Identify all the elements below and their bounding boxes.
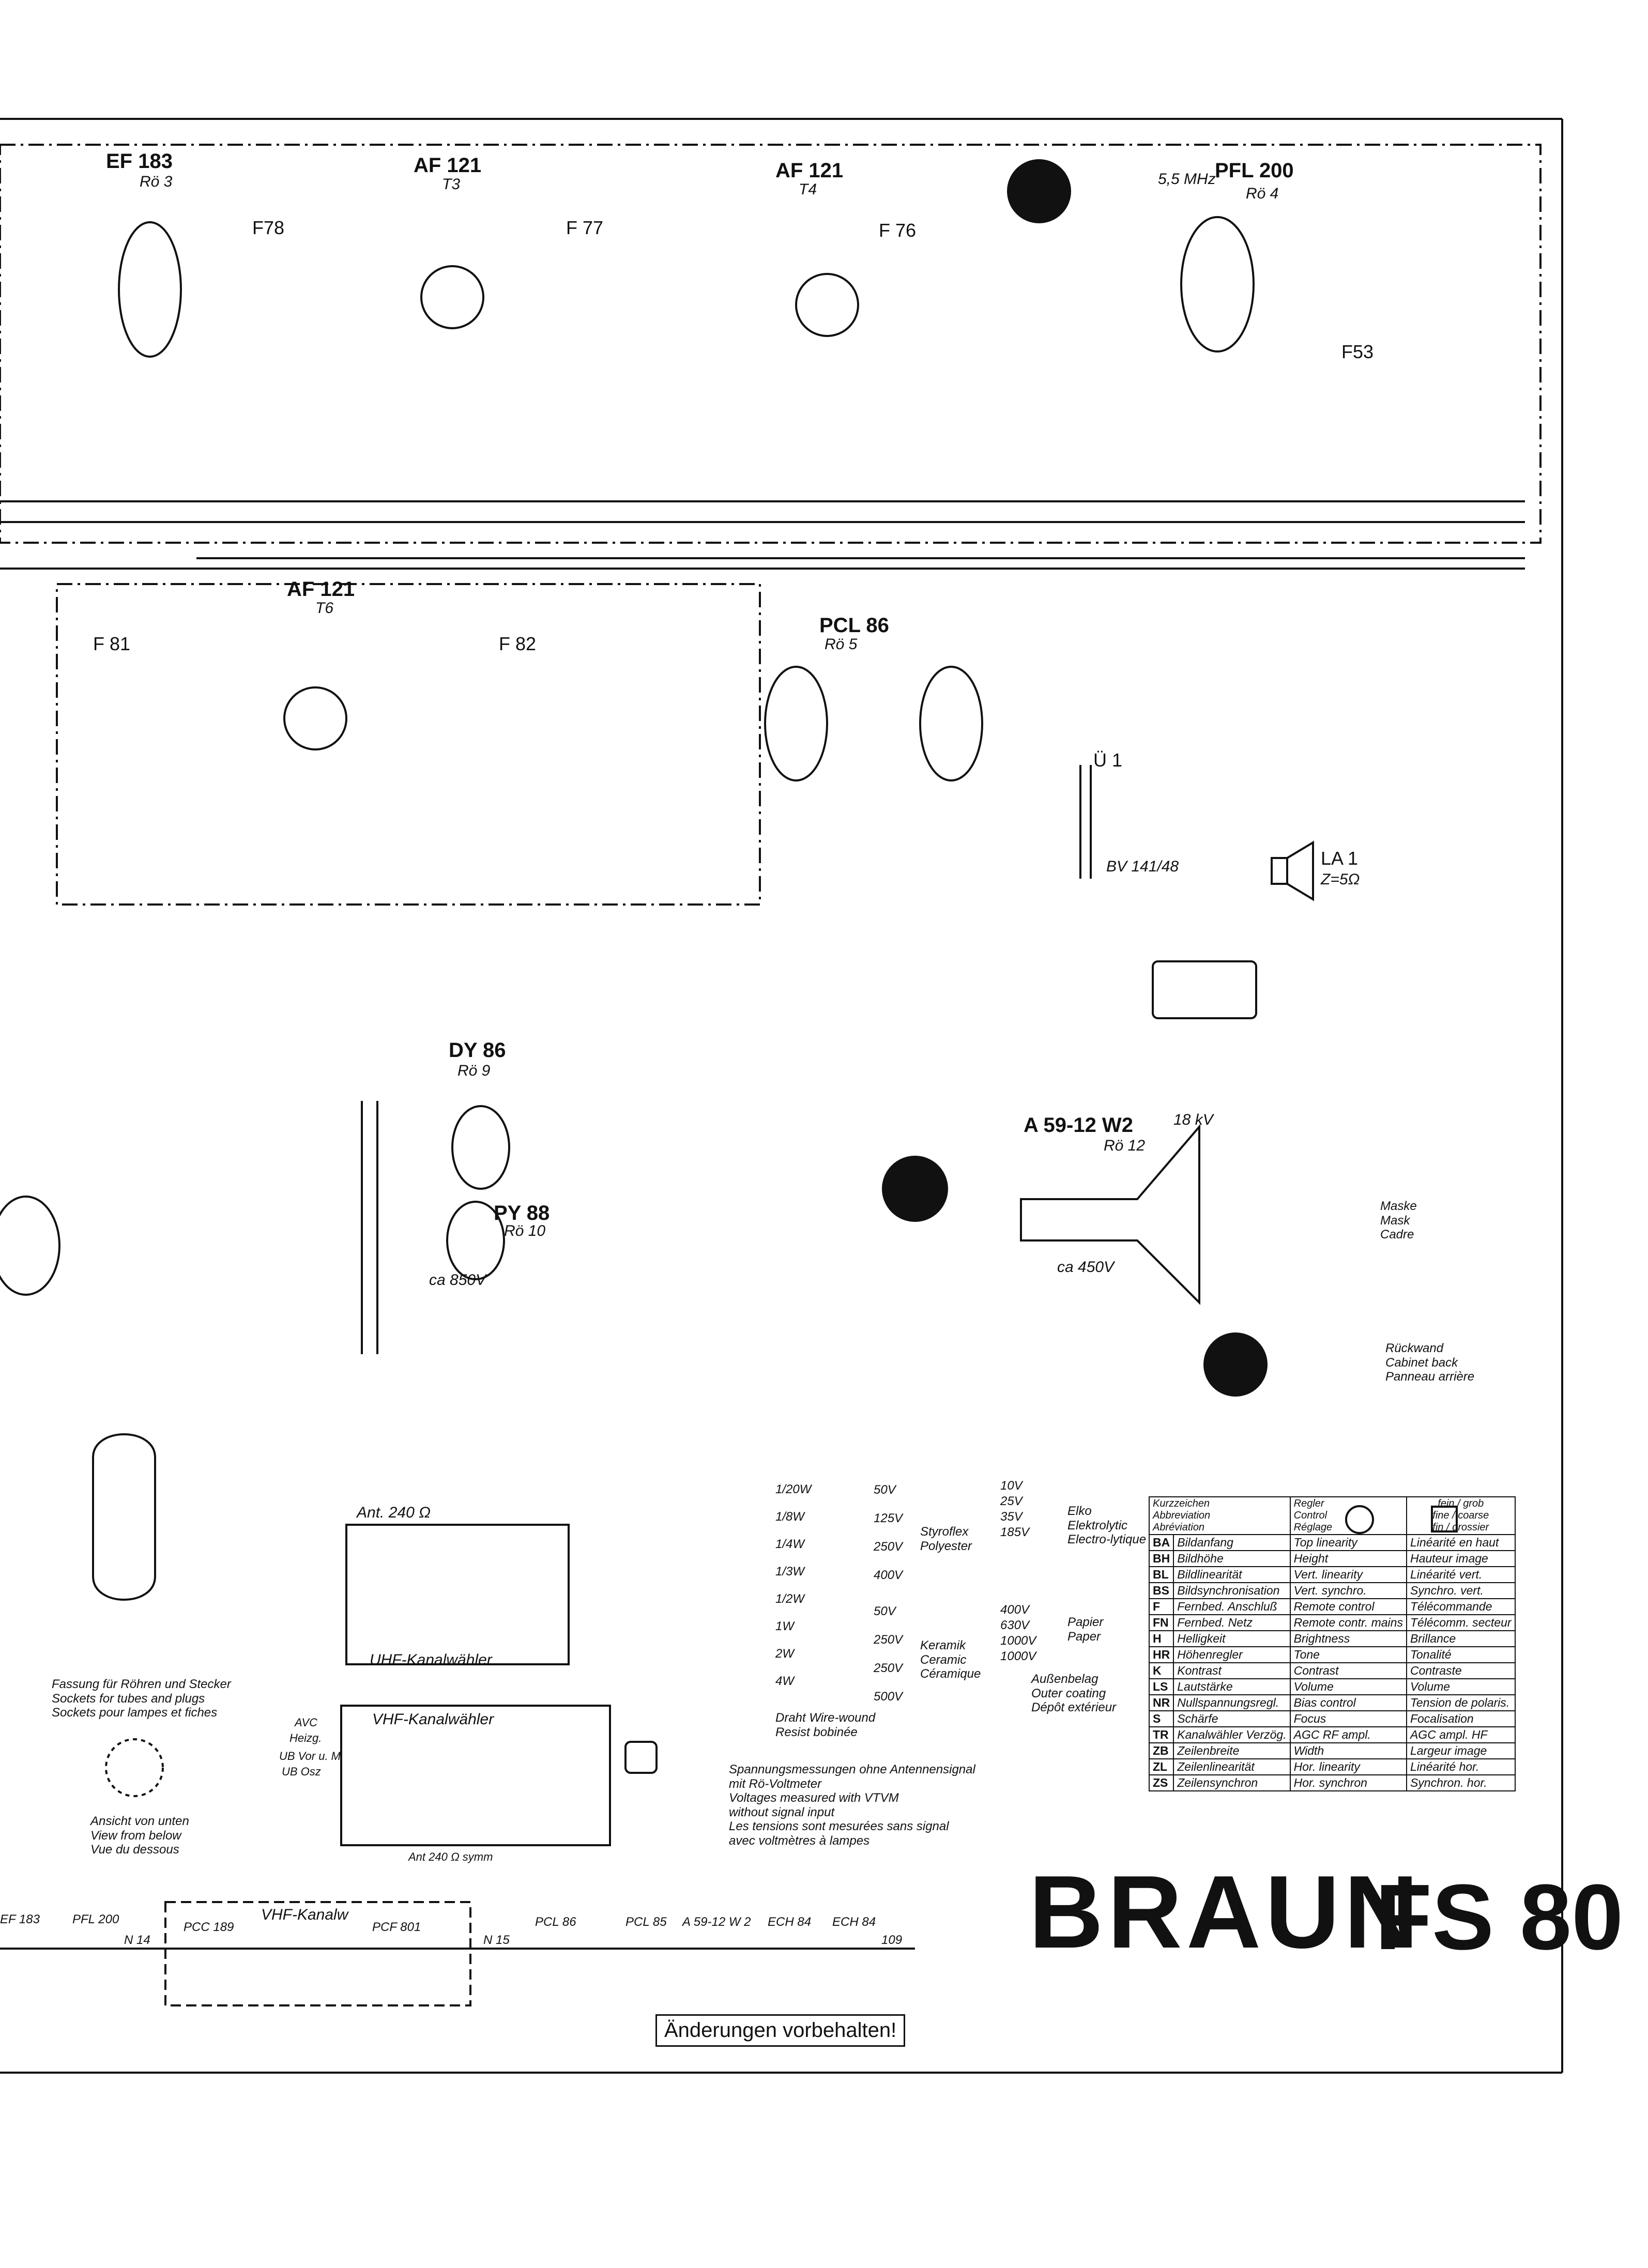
filter-f77: F 77 (566, 217, 604, 238)
heater-tube-pcc189: PCC 189 (184, 1920, 234, 1934)
vhf-antenna-label: Ant 240 Ω symm (408, 1850, 493, 1863)
resistor-key: 1/20W 1/8W 1/4W 1/3W 1/2W 1W 2W 4W (775, 1482, 812, 1688)
heater-tube-ech84-2: ECH 84 (832, 1915, 876, 1929)
tube-label-py88: PY 88 (494, 1202, 550, 1224)
tube-ref-ef183: Rö 3 (140, 173, 173, 190)
vhf-tuner-label: VHF-Kanalwähler (372, 1711, 494, 1728)
transistor-ref-t3: T3 (442, 176, 461, 193)
vhf-pin-avc: AVC (295, 1716, 318, 1729)
hv-label: 18 kV (1173, 1111, 1213, 1128)
heater-node-n14: N 14 (124, 1933, 150, 1947)
vhf-pin-heizg: Heizg. (289, 1731, 322, 1744)
tube-ref-pcl86: Rö 5 (825, 636, 858, 653)
speaker-impedance: Z=5Ω (1321, 871, 1360, 888)
tube-label-pfl200: PFL 200 (1215, 159, 1294, 182)
tube-label-ef183: EF 183 (106, 150, 173, 173)
heater-tube-pfl200: PFL 200 (72, 1912, 119, 1926)
filter-f76: F 76 (879, 220, 917, 241)
transistor-label-af121-t3: AF 121 (414, 154, 482, 177)
filter-f81: F 81 (93, 633, 131, 654)
filter-f82: F 82 (499, 633, 537, 654)
heater-tube-pcf801: PCF 801 (372, 1920, 421, 1934)
heater-tube-crt: A 59-12 W 2 (682, 1915, 751, 1929)
tube-label-dy86: DY 86 (449, 1039, 506, 1062)
frequency-label: 5,5 MHz (1158, 171, 1216, 188)
transistor-label-af121-t6: AF 121 (287, 578, 355, 601)
filter-f78: F78 (252, 217, 285, 238)
heater-chain-label: VHF-Kanalw (261, 1906, 348, 1923)
tube-label-pcl86: PCL 86 (819, 614, 889, 637)
heater-tube-pcl86: PCL 86 (535, 1915, 576, 1929)
transistor-ref-t4: T4 (799, 181, 817, 198)
crt-ref: Rö 12 (1104, 1137, 1146, 1154)
changes-reserved-notice: Änderungen vorbehalten! (655, 2014, 906, 2047)
deflection-voltage: ca 850V (429, 1271, 486, 1289)
uhf-antenna-label: Ant. 240 Ω (357, 1504, 431, 1521)
model-number: FS 80 (1375, 1865, 1624, 1969)
crt-voltage: ca 450V (1057, 1259, 1115, 1276)
vhf-pin-ub-osz: UB Osz (282, 1765, 321, 1778)
transformer-code: BV 141/48 (1106, 858, 1179, 875)
speaker-label: LA 1 (1321, 848, 1359, 869)
transistor-ref-t6: T6 (315, 600, 334, 617)
tube-ref-pfl200: Rö 4 (1246, 185, 1279, 202)
heater-tube-ech84-1: ECH 84 (768, 1915, 812, 1929)
crt-label: A 59-12 W2 (1024, 1114, 1133, 1137)
tube-ref-py88: Rö 10 (504, 1222, 546, 1239)
transformer-label: Ü 1 (1093, 749, 1123, 771)
uhf-tuner-label: UHF-Kanalwähler (370, 1651, 492, 1668)
brand-logo: BRAUN (1029, 1855, 1423, 1970)
heater-tube-ef183: EF 183 (0, 1912, 40, 1926)
heater-tube-pcl85: PCL 85 (625, 1915, 667, 1929)
filter-f53: F53 (1341, 341, 1374, 362)
transistor-label-af121-t4: AF 121 (775, 159, 844, 182)
tube-ref-dy86: Rö 9 (457, 1062, 491, 1079)
heater-node-n15: N 15 (483, 1933, 510, 1947)
vhf-pin-ub-vor: UB Vor u. M (279, 1750, 341, 1763)
heater-node-109: 109 (881, 1933, 903, 1947)
